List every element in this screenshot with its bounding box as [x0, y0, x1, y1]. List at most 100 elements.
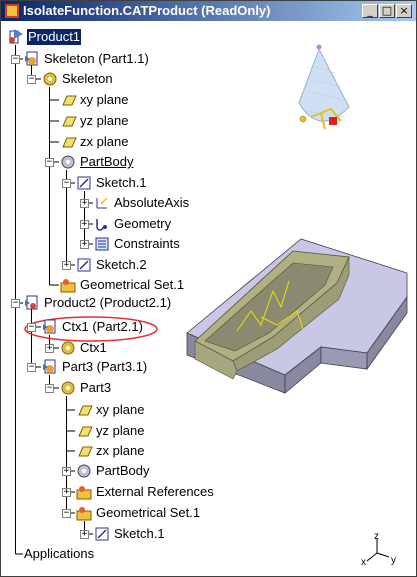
compass-handle[interactable] — [316, 44, 322, 50]
tree-node-part3-instance[interactable]: Part3 (Part3.1) — [41, 357, 148, 377]
expand-toggle[interactable]: + — [62, 260, 71, 270]
tree-node-part3-partbody[interactable]: PartBody — [75, 461, 150, 481]
title-bar[interactable]: IsolateFunction.CATProduct (ReadOnly) _ … — [1, 1, 416, 21]
node-label: Skeleton (Part1.1) — [44, 51, 149, 66]
tree-node-applications[interactable]: Applications — [23, 544, 95, 564]
specification-tree-area[interactable]: Product1 − Skeleton (Part1.1) − Skeleton… — [1, 21, 416, 576]
part-gear-icon — [61, 381, 75, 395]
node-label: Sketch.1 — [96, 175, 147, 190]
tree-node-part3[interactable]: Part3 — [59, 378, 112, 398]
expand-toggle[interactable]: + — [80, 239, 89, 249]
close-button[interactable]: × — [396, 4, 412, 18]
node-label: zx plane — [80, 134, 129, 149]
node-label: Skeleton — [62, 71, 113, 86]
node-label: Product2 (Product2.1) — [44, 295, 172, 310]
plane-icon — [62, 95, 77, 106]
tree-node-skeleton-part[interactable]: Skeleton (Part1.1) — [23, 49, 150, 69]
collapse-toggle[interactable]: − — [11, 54, 20, 64]
geometrical-set-icon — [60, 279, 76, 293]
tree-node-product2[interactable]: Product2 (Product2.1) — [23, 293, 172, 313]
highlight-ellipse — [24, 316, 158, 342]
sketch-icon — [95, 527, 109, 541]
node-label: Geometry — [114, 216, 172, 231]
axis-icon — [96, 197, 108, 209]
collapse-toggle[interactable]: − — [45, 157, 54, 167]
node-label: Ctx1 (Part2.1) — [62, 319, 143, 334]
catia-product-icon — [5, 4, 19, 18]
axis-triad: z x y — [361, 531, 396, 567]
collapse-toggle[interactable]: − — [27, 322, 36, 332]
tree-node-zx-plane[interactable]: zx plane — [59, 132, 129, 152]
tree-node-sketch2[interactable]: Sketch.2 — [75, 255, 148, 275]
node-label: Geometrical Set.1 — [96, 505, 201, 520]
expand-toggle[interactable]: + — [45, 343, 54, 353]
tree-node-sketch1[interactable]: Sketch.1 — [75, 173, 148, 193]
window-title: IsolateFunction.CATProduct (ReadOnly) — [23, 3, 271, 18]
collapse-toggle[interactable]: − — [27, 362, 36, 372]
component-instance-icon — [43, 319, 56, 334]
node-label: Constraints — [114, 236, 180, 251]
sketch-icon — [77, 258, 91, 272]
external-references-icon — [76, 486, 92, 500]
expand-toggle[interactable]: + — [62, 487, 71, 497]
expand-toggle[interactable]: + — [62, 466, 71, 476]
expand-toggle[interactable]: + — [80, 198, 89, 208]
product-icon — [25, 295, 38, 310]
geometrical-set-icon — [76, 507, 92, 521]
part-gear-icon — [43, 72, 57, 86]
constraints-icon — [95, 237, 109, 251]
tree-node-product1[interactable]: Product1 — [7, 27, 82, 47]
node-label: Ctx1 — [80, 340, 107, 355]
body-gear-icon — [77, 464, 91, 478]
maximize-button[interactable]: □ — [379, 4, 395, 18]
node-label: PartBody — [96, 463, 150, 478]
product-icon — [9, 29, 23, 44]
axis-label-y: y — [391, 555, 396, 566]
node-label: yz plane — [80, 113, 129, 128]
tree-node-part3-geometrical-set1[interactable]: Geometrical Set.1 — [75, 503, 201, 523]
part-gear-icon — [61, 341, 75, 355]
tree-node-part3-zx-plane[interactable]: zx plane — [75, 441, 145, 461]
expand-toggle[interactable]: + — [80, 219, 89, 229]
compass-widget[interactable] — [291, 41, 361, 136]
body-gear-icon — [61, 155, 75, 169]
node-label: Part3 (Part3.1) — [62, 359, 148, 374]
node-label: Geometrical Set.1 — [80, 277, 185, 292]
tree-node-part3-sketch1[interactable]: Sketch.1 — [93, 524, 166, 544]
tree-node-xy-plane[interactable]: xy plane — [59, 90, 129, 110]
node-label: External References — [96, 484, 214, 499]
collapse-toggle[interactable]: − — [62, 178, 71, 188]
node-label: zx plane — [96, 443, 145, 458]
tree-node-geometry[interactable]: Geometry — [93, 214, 172, 234]
geometry-icon — [96, 219, 107, 231]
node-label: Product1 — [27, 29, 82, 45]
node-label: Applications — [24, 546, 95, 561]
tree-node-part3-xy-plane[interactable]: xy plane — [75, 400, 145, 420]
node-label: AbsoluteAxis — [114, 195, 190, 210]
tree-node-external-references[interactable]: External References — [75, 482, 215, 502]
tree-node-skeleton[interactable]: Skeleton — [41, 69, 114, 89]
sketch-icon — [77, 176, 91, 190]
plane-icon — [78, 405, 93, 416]
tree-node-partbody[interactable]: PartBody — [59, 152, 134, 172]
collapse-toggle[interactable]: − — [27, 74, 36, 84]
collapse-toggle[interactable]: − — [62, 508, 71, 518]
tree-node-ctx1[interactable]: Ctx1 — [59, 338, 108, 358]
tree-node-geometrical-set1[interactable]: Geometrical Set.1 — [59, 275, 185, 295]
part-3d-view[interactable] — [181, 221, 411, 431]
node-label: yz plane — [96, 423, 145, 438]
expand-toggle[interactable]: + — [80, 529, 89, 539]
node-label: xy plane — [80, 92, 129, 107]
axis-label-z: z — [374, 531, 379, 542]
axis-label-x: x — [361, 557, 366, 567]
tree-node-yz-plane[interactable]: yz plane — [59, 111, 129, 131]
tree-node-ctx1-part[interactable]: Ctx1 (Part2.1) — [41, 317, 144, 337]
minimize-button[interactable]: _ — [362, 4, 378, 18]
tree-node-constraints[interactable]: Constraints — [93, 234, 181, 254]
tree-node-absolute-axis[interactable]: AbsoluteAxis — [93, 193, 190, 213]
plane-icon — [62, 137, 77, 148]
tree-node-part3-yz-plane[interactable]: yz plane — [75, 421, 145, 441]
collapse-toggle[interactable]: − — [11, 298, 20, 308]
collapse-toggle[interactable]: − — [45, 383, 54, 393]
